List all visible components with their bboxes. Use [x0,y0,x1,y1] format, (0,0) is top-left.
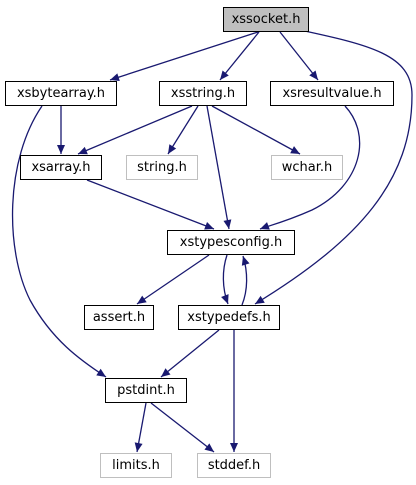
node-pstdint[interactable]: pstdint.h [105,378,187,403]
node-stddef[interactable]: stddef.h [197,453,271,478]
edge-xssocket-to-xstypedefs [254,29,413,305]
arrowhead [96,368,106,377]
arrowhead [221,294,229,304]
arrowhead [57,145,65,154]
edge-xstypesconfig-to-xstypedefs [221,254,229,305]
edge-xstypedefs-to-stddef [230,330,238,452]
arrowhead [230,443,238,452]
arrowhead [204,443,214,452]
edge-line [109,31,259,81]
arrowhead [110,73,120,82]
arrowhead [309,70,318,80]
edge-xssocket-to-xsbytearray [109,31,259,82]
node-wchar[interactable]: wchar.h [271,155,343,180]
node-limits[interactable]: limits.h [100,453,172,478]
edge-xsbytearray-to-xsarray [57,106,65,154]
arrowhead [204,222,214,230]
node-xsbytearray[interactable]: xsbytearray.h [5,81,117,106]
node-xssocket[interactable]: xssocket.h [223,7,309,32]
edge-pstdint-to-limits [134,402,147,453]
edge-line [211,105,301,155]
edge-xstypesconfig-to-assert [136,254,210,305]
edge-xsresultvalue-to-xstypesconfig [259,105,361,230]
arrowhead [134,442,143,452]
edge-line [150,402,215,453]
node-xsresultvalue[interactable]: xsresultvalue.h [270,81,394,106]
node-xsarray[interactable]: xsarray.h [20,155,102,180]
arrowhead [220,70,229,80]
edge-xssocket-to-xsresultvalue [279,31,319,81]
node-xstypesconfig[interactable]: xstypesconfig.h [167,230,295,255]
edge-line [206,105,230,230]
edge-xssocket-to-xsstring [219,31,260,81]
node-assert[interactable]: assert.h [84,305,154,330]
edge-pstdint-to-stddef [150,402,215,453]
edge-xstypedefs-to-xstypesconfig [241,255,250,306]
arrowhead [161,368,171,377]
edge-xsstring-to-xsarray [77,105,193,155]
edge-line [279,31,319,81]
node-xsstring[interactable]: xsstring.h [159,81,247,106]
edge-line [259,105,361,230]
edge-line [219,31,260,81]
arrowhead [137,295,147,304]
arrowhead [260,222,270,230]
edge-line [254,29,413,305]
arrowhead [223,219,232,229]
arrowhead [241,256,250,266]
node-string[interactable]: string.h [126,155,198,180]
edge-xsstring-to-string [167,105,199,155]
arrowhead [168,144,177,154]
arrowhead [290,146,300,154]
edge-line [136,254,210,305]
edge-line [167,105,199,155]
edge-line [160,329,220,378]
edge-xsstring-to-wchar [211,105,301,155]
edge-line [77,105,193,155]
edge-xsarray-to-xstypesconfig [86,179,215,230]
arrowhead [255,295,265,304]
arrowhead [78,146,88,155]
edge-xstypedefs-to-pstdint [160,329,220,378]
edge-xsstring-to-xstypesconfig [206,105,232,230]
node-xstypedefs[interactable]: xstypedefs.h [178,305,280,330]
edge-line [86,179,215,230]
